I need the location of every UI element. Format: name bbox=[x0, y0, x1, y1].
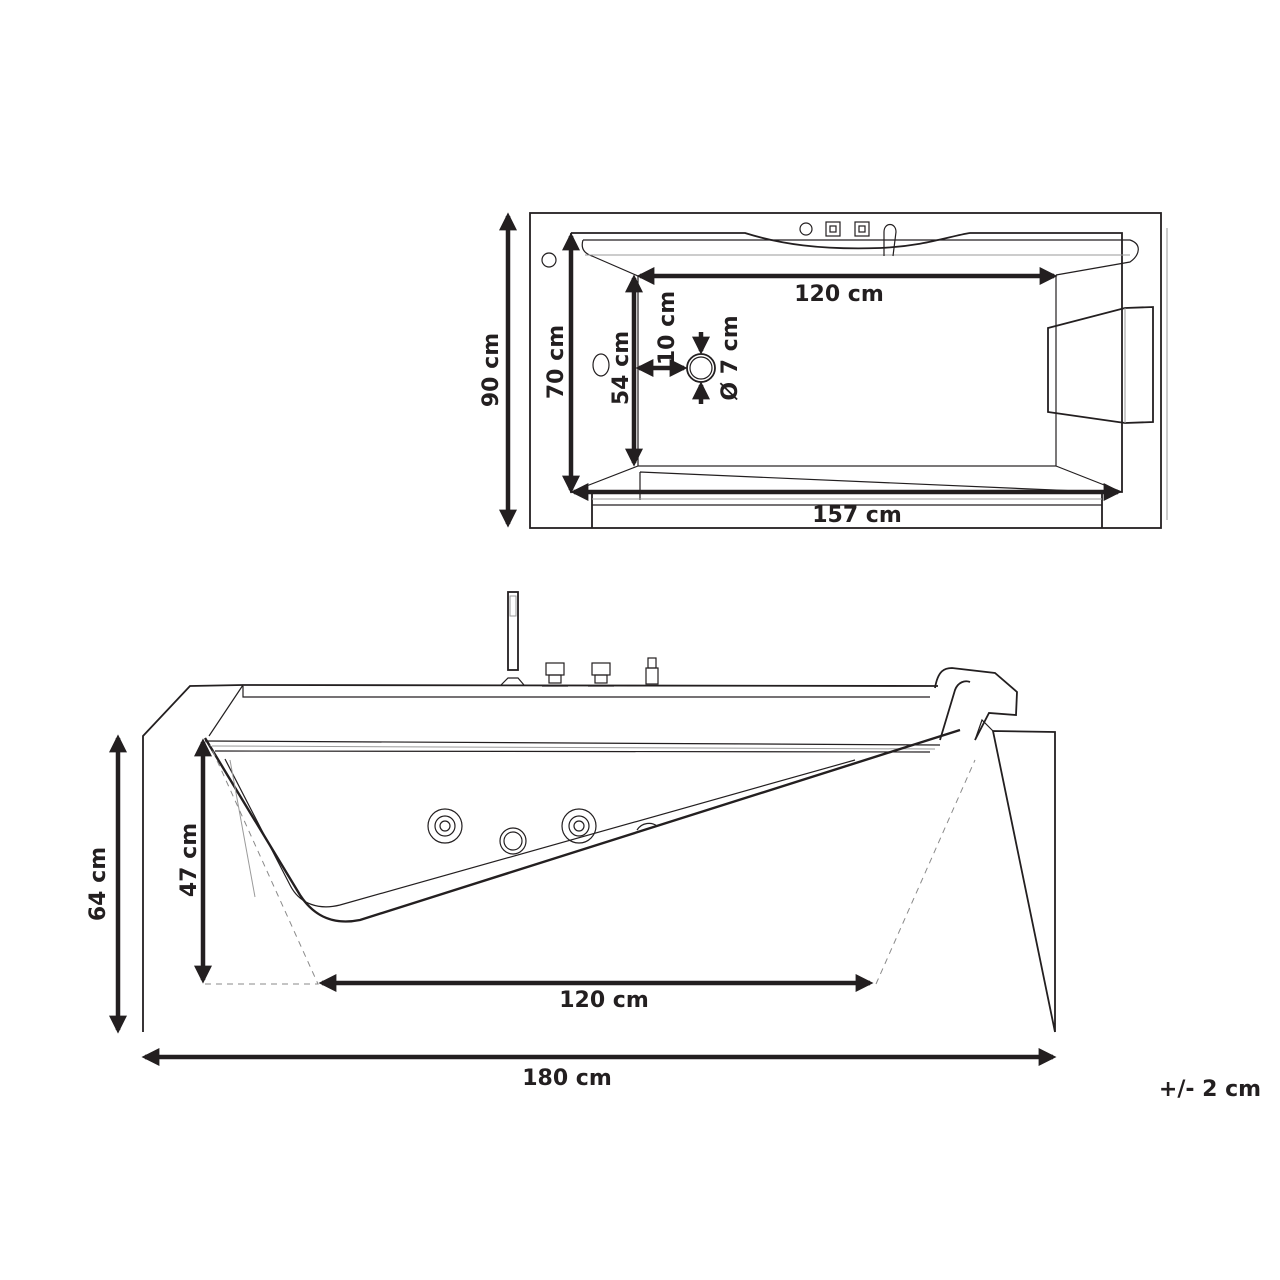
side-view-diverter-icon bbox=[645, 657, 659, 685]
side-view-light-icon bbox=[499, 827, 527, 855]
top-view-headrest bbox=[1047, 306, 1154, 424]
top-view-control-button-inner bbox=[829, 225, 837, 233]
top-view-control-button-inner bbox=[858, 225, 866, 233]
top-view-drain-inner bbox=[689, 356, 713, 380]
tap-head bbox=[591, 662, 611, 676]
side-view-shower-head bbox=[509, 595, 517, 617]
side-view-rim-edge bbox=[204, 740, 941, 753]
jet-outer bbox=[427, 808, 463, 844]
side-view-basin-inner bbox=[224, 758, 856, 908]
side-view-hidden-line-left bbox=[205, 744, 319, 985]
side-view-hidden-line-right bbox=[875, 759, 976, 985]
label-inner-length: 157 cm bbox=[812, 503, 902, 528]
label-total-length: 180 cm bbox=[522, 1066, 612, 1091]
side-view-headrest-base bbox=[974, 718, 994, 741]
top-view-basin-corners bbox=[570, 465, 1123, 493]
top-view-jet-icon bbox=[592, 353, 610, 377]
top-view-step-lines bbox=[592, 471, 1102, 506]
side-view-outer-body bbox=[142, 684, 1056, 1033]
light-outer bbox=[499, 827, 527, 855]
top-view-control-button-icon bbox=[825, 221, 841, 237]
top-view-basin-upper bbox=[581, 239, 1139, 277]
jet-center bbox=[439, 820, 451, 832]
tap-neck bbox=[594, 674, 608, 684]
side-view-tap-icon bbox=[542, 662, 568, 687]
label-basin-width: 54 cm bbox=[609, 331, 634, 405]
side-view: 64 cm 47 cm 120 cm 180 cm bbox=[86, 591, 1057, 1091]
side-view-tap-icon bbox=[588, 662, 614, 687]
tap-neck bbox=[548, 674, 562, 684]
top-view-control-button-icon bbox=[854, 221, 870, 237]
tolerance-note: +/- 2 cm bbox=[1159, 1077, 1261, 1102]
jet-ring bbox=[434, 815, 456, 837]
tap-head bbox=[545, 662, 565, 676]
side-view-jet-icon bbox=[427, 808, 463, 844]
light-inner bbox=[503, 831, 523, 851]
diverter-body bbox=[645, 667, 659, 685]
side-view-jet-icon bbox=[561, 808, 597, 844]
side-view-basin-shading bbox=[229, 759, 256, 898]
side-view-headrest bbox=[934, 667, 1018, 741]
top-view-faucet-icon bbox=[883, 223, 897, 257]
side-view-rim-highlight bbox=[211, 745, 936, 750]
top-view-drain-icon bbox=[686, 353, 716, 383]
top-view-control-knob-icon bbox=[799, 222, 813, 236]
top-view-overflow-icon bbox=[541, 252, 557, 268]
jet-center bbox=[573, 820, 585, 832]
label-drain-diameter: Ø 7 cm bbox=[718, 315, 743, 400]
top-view: 90 cm 70 cm 54 cm 10 cm Ø 7 cm 120 cm 15… bbox=[479, 212, 1168, 529]
label-total-height: 64 cm bbox=[86, 847, 111, 921]
label-drain-offset: 10 cm bbox=[655, 291, 680, 365]
jet-ring bbox=[568, 815, 590, 837]
label-inner-width: 70 cm bbox=[544, 325, 569, 399]
side-view-hand-shower-icon bbox=[507, 591, 519, 671]
side-view-basin-outline bbox=[203, 728, 961, 923]
side-view-jet-partial bbox=[636, 822, 658, 831]
jet-outer bbox=[561, 808, 597, 844]
label-outer-width: 90 cm bbox=[479, 333, 504, 407]
label-inner-depth: 47 cm bbox=[177, 823, 202, 897]
label-bottom-length: 120 cm bbox=[559, 988, 649, 1013]
top-view-outer-frame bbox=[529, 212, 1162, 529]
label-basin-length: 120 cm bbox=[794, 282, 884, 307]
side-view-shower-base bbox=[500, 677, 525, 686]
side-view-top-rim bbox=[208, 684, 930, 737]
diverter-head bbox=[647, 657, 657, 669]
